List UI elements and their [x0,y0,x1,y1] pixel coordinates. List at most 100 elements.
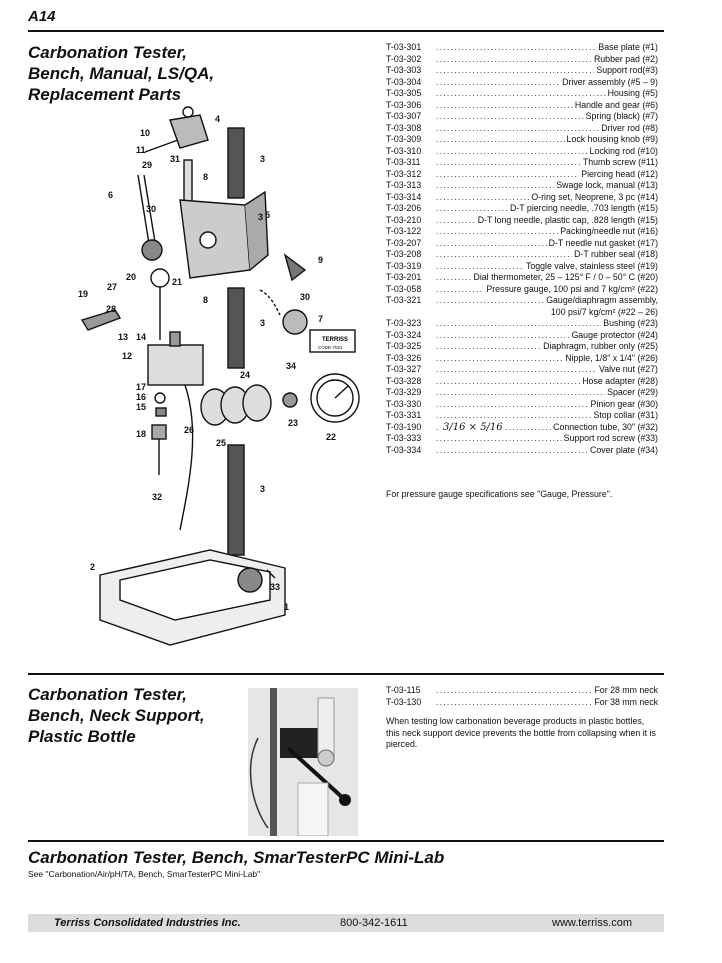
part-description: Packing/needle nut (#16) [558,226,658,238]
leader-dots [434,238,547,250]
part-description: Piercing head (#12) [579,168,658,180]
diagram-label: 2 [90,562,95,572]
diagram-label: 18 [136,429,146,439]
leader-dots [434,685,592,697]
diagram-label: 10 [140,128,150,138]
leader-dots [434,272,471,284]
leader-dots [434,410,591,422]
diagram-label: 4 [215,114,220,124]
part-number: T-03-304 [386,76,422,87]
diagram-label: 8 [203,172,208,182]
leader-dots [434,100,573,112]
top-rule [28,30,664,32]
part-row: T-03-305 Housing (#5) [386,88,658,100]
part-row: T-03-301Base plate (#1) [386,42,658,54]
part-description: Toggle valve, stainless steel (#19) [523,260,658,272]
part-description: Rubber pad (#2) [591,53,658,65]
leader-dots [434,364,597,376]
part-row: T-03-327Valve nut (#27) [386,364,658,376]
part-row: T-03-207D-T needle nut gasket (#17) [386,237,658,250]
part-number: T-03-310 [386,145,422,156]
part-number: T-03-312 [386,168,422,179]
part-number: T-03-325 [386,341,422,351]
part-number: T-03-329 [386,387,422,397]
neck-support-photo [248,688,358,836]
part-row: T-03-210D-T long needle, plastic cap, .8… [386,214,658,227]
part-number: T-03-324 [386,329,422,340]
part-number: T-03-201 [386,272,422,282]
diagram-label: 31 [170,154,180,164]
diagram-label: 27 [107,282,117,292]
part-row: T-03-326Nipple, 1/8" x 1/4" (#26) [386,352,658,365]
leader-dots [434,445,588,457]
diagram-label: 3 [258,212,263,222]
section2-title-line: Plastic Bottle [28,727,136,746]
part-row: T-03-334Cover plate (#34) [386,444,658,457]
leader-dots [434,203,508,215]
part-number: T-03-122 [386,226,422,236]
part-description: Pinion gear (#30) [588,398,658,410]
diagram-box-text: CODE-7021 [318,345,343,350]
leader-dots [434,215,476,227]
section1-title-line: Carbonation Tester, [28,43,188,62]
page-label: A14 [28,8,56,25]
part-number: T-03-210 [386,214,422,225]
leader-dots [434,123,599,135]
part-description: Valve nut (#27) [596,364,658,376]
diagram-label: 22 [326,432,336,442]
section3-see-text: See "Carbonation/Air/pH/TA, Bench, SmarT… [28,869,261,879]
diagram-label: 32 [152,492,162,502]
leader-dots [434,77,560,89]
neck-support-note: When testing low carbonation beverage pr… [386,716,656,749]
diagram-label: 23 [288,418,298,428]
diagram-label: 3 [260,318,265,328]
part-row: T-03-304 Driver assembly (#5 – 9) [386,76,658,89]
part-number: T-03-206 [386,203,422,213]
part-row: T-03-329Spacer (#29) [386,387,658,399]
part-description: Driver rod (#8) [599,122,658,134]
part-number: T-03-305 [386,88,422,98]
section2-title: Carbonation Tester, Bench, Neck Support,… [28,684,205,747]
part-description: Support rod(#3) [594,65,658,77]
part-row: T-03-319Toggle valve, stainless steel (#… [386,260,658,272]
leader-dots [434,295,544,307]
diagram-label: 9 [318,255,323,265]
footer-website: www.terriss.com [552,917,633,929]
part-description: For 28 mm neck [592,685,658,697]
leader-dots [434,399,589,411]
section2-title-line: Bench, Neck Support, [28,706,205,725]
part-row: T-03-308Driver rod (#8) [386,122,658,135]
part-row: T-03-325Diaphragm, rubber only (#25) [386,341,658,353]
part-description: Driver assembly (#5 – 9) [560,76,658,88]
section-divider [28,673,664,675]
part-number: T-03-190 [386,421,422,432]
part-description: Handle and gear (#6) [572,99,658,111]
part-description: Stop collar (#31) [591,410,658,422]
leader-dots [434,54,592,66]
part-number: T-03-314 [386,191,422,202]
handwritten-note: 3/16 × 5/16 [440,421,506,433]
leader-dots [434,330,569,342]
part-row: T-03-313Swage lock, manual (#13) [386,180,658,192]
part-description: D-T piercing needle, .703 length (#15) [507,203,658,215]
part-row: T-03-307Spring (black) (#7) [386,111,658,123]
part-description: D-T needle nut gasket (#17) [546,237,658,249]
part-description: Cover plate (#34) [588,444,658,456]
leader-dots [434,249,572,261]
diagram-label: 11 [136,145,146,155]
leader-dots [434,134,565,146]
diagram-label: 26 [184,425,194,435]
part-row: T-03-330Pinion gear (#30) [386,398,658,411]
part-row: T-03-122 Packing/needle nut (#16) [386,226,658,238]
diagram-label: 3 [260,484,265,494]
part-description: Housing (#5) [605,88,658,100]
part-row: T-03-323Bushing (#23) [386,318,658,330]
part-description: Spring (black) (#7) [583,111,658,123]
part-row: T-03-333Support rod screw (#33) [386,433,658,445]
part-row: T-03-058Pressure gauge, 100 psi and 7 kg… [386,283,658,295]
leader-dots [434,226,558,238]
leader-dots [434,353,563,365]
part-number: T-03-326 [386,352,422,363]
